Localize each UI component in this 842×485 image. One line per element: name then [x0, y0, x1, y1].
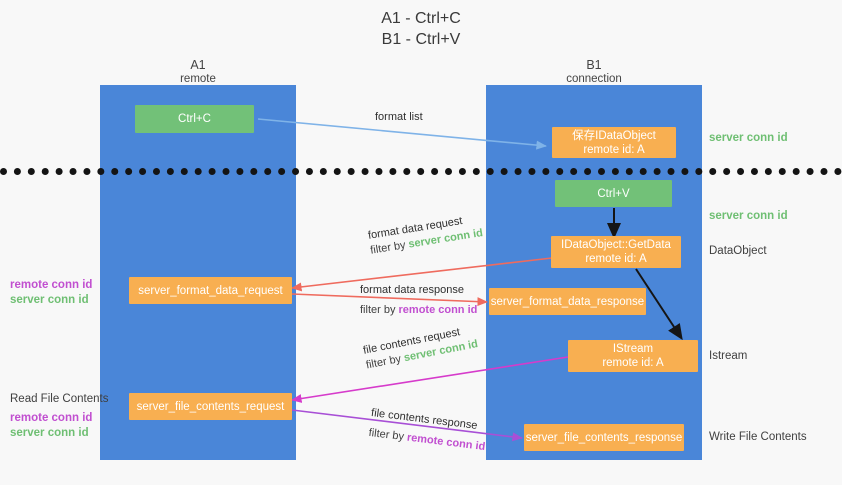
- label-write-file-contents: Write File Contents: [709, 431, 807, 443]
- node-server-file-contents-response[interactable]: server_file_contents_response: [524, 424, 684, 451]
- edge-label-format-data-response-text: format data response: [360, 284, 464, 296]
- edge-label-format-list: format list: [375, 111, 423, 123]
- column-header-a1-subtitle: remote: [180, 73, 216, 85]
- label-server-conn-id-top: server conn id: [709, 132, 788, 144]
- label-server-conn-id-mid: server conn id: [709, 210, 788, 222]
- node-idataobject-getdata[interactable]: IDataObject::GetData remote id: A: [551, 236, 681, 268]
- column-header-a1: A1 remote: [118, 58, 278, 86]
- label-remote-conn-id-1: remote conn id: [10, 279, 93, 291]
- node-server-file-contents-request-label: server_file_contents_request: [136, 400, 285, 413]
- edge-label-format-data-request: format data request filter by server con…: [367, 211, 484, 258]
- node-idataobject-getdata-line-1: IDataObject::GetData: [561, 239, 671, 251]
- phase-divider: [0, 168, 842, 175]
- node-ctrl-c-label: Ctrl+C: [178, 113, 211, 125]
- label-server-conn-id-1: server conn id: [10, 294, 89, 306]
- node-ctrl-c[interactable]: Ctrl+C: [135, 105, 254, 133]
- node-ctrl-v[interactable]: Ctrl+V: [555, 180, 672, 207]
- edge-label-file-contents-response: file contents response filter by remote …: [368, 406, 489, 455]
- node-server-format-data-request-label: server_format_data_request: [138, 284, 283, 297]
- node-save-idataobject-line-2: remote id: A: [583, 143, 645, 156]
- filter-value-remote-conn-id: remote conn id: [398, 304, 478, 316]
- node-server-format-data-response-label: server_format_data_response: [490, 295, 645, 308]
- diagram-title: A1 - Ctrl+C B1 - Ctrl+V: [0, 8, 842, 50]
- edge-label-format-data-response-filter: filter by remote conn id: [360, 303, 477, 318]
- node-save-idataobject[interactable]: 保存IDataObject remote id: A: [552, 127, 676, 158]
- node-save-idataobject-line-1: 保存IDataObject: [572, 129, 656, 142]
- column-header-b1: B1 connection: [514, 58, 674, 86]
- edge-label-file-contents-request: file contents request filter by server c…: [362, 322, 479, 373]
- filter-prefix: filter by: [367, 426, 408, 444]
- column-header-b1-name: B1: [586, 58, 602, 72]
- label-istream: Istream: [709, 350, 748, 362]
- column-header-a1-name: A1: [190, 58, 206, 72]
- node-server-file-contents-request[interactable]: server_file_contents_request: [129, 393, 292, 420]
- node-istream-line-1: IStream: [612, 343, 654, 355]
- label-server-conn-id-2: server conn id: [10, 427, 89, 439]
- title-line-1: A1 - Ctrl+C: [381, 10, 461, 27]
- node-server-file-contents-response-label: server_file_contents_response: [525, 431, 683, 444]
- filter-value-remote-conn-id: remote conn id: [406, 431, 486, 454]
- title-line-2: B1 - Ctrl+V: [381, 31, 461, 48]
- node-idataobject-getdata-line-2: remote id: A: [585, 253, 647, 265]
- node-server-format-data-request[interactable]: server_format_data_request: [129, 277, 292, 304]
- edge-label-format-data-response: format data response filter by remote co…: [360, 283, 477, 318]
- label-remote-conn-id-2: remote conn id: [10, 412, 93, 424]
- label-read-file-contents: Read File Contents: [10, 393, 109, 405]
- filter-prefix: filter by: [360, 304, 399, 316]
- node-server-format-data-response[interactable]: server_format_data_response: [489, 288, 646, 315]
- node-ctrl-v-label: Ctrl+V: [597, 187, 630, 200]
- node-istream[interactable]: IStream remote id: A: [568, 340, 698, 372]
- label-dataobject: DataObject: [709, 245, 767, 257]
- node-istream-line-2: remote id: A: [602, 357, 664, 369]
- column-header-b1-subtitle: connection: [566, 73, 622, 85]
